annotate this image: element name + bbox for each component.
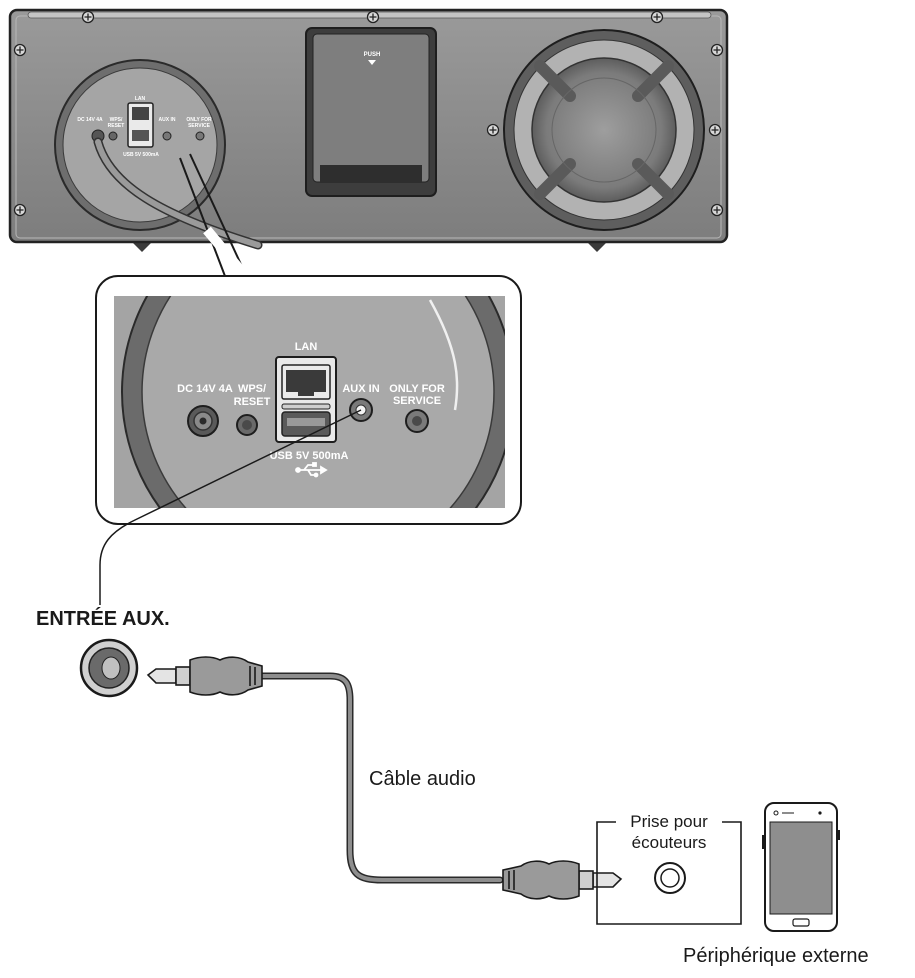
audio-cable-label: Câble audio [369, 768, 476, 790]
headphone-jack-box [596, 821, 742, 925]
aux-jack-icon [79, 638, 139, 698]
zoom-dc-label: DC 14V 4A [177, 383, 233, 395]
push-arrow-icon [368, 60, 376, 65]
external-device-label: Périphérique externe [683, 945, 869, 967]
zoom-lan-label: LAN [295, 341, 318, 353]
zoom-reset-label: RESET [234, 396, 271, 408]
headphone-jack-label-line1: Prise pour [630, 812, 708, 831]
device-service-label-1: ONLY FOR [186, 117, 212, 123]
device-reset-label: RESET [108, 123, 125, 129]
phone-icon [762, 802, 840, 932]
device-lan-label: LAN [135, 96, 146, 102]
aux-input-label: ENTRÉE AUX. [36, 608, 170, 630]
usb-icon [295, 462, 328, 478]
screw-icon [13, 10, 724, 217]
zoom-usb-label: USB 5V 500mA [270, 450, 349, 462]
speaker-grill [503, 29, 705, 231]
push-label: PUSH [364, 52, 381, 58]
device-dc-label: DC 14V 4A [77, 117, 103, 123]
audio-cable [258, 672, 504, 884]
aux-pointer-line [99, 409, 362, 605]
aux-plug-right [502, 860, 623, 900]
zoom-service-label-1: ONLY FOR [389, 383, 445, 395]
device-service-label-2: SERVICE [188, 123, 211, 129]
zoom-wps-label: WPS/ [238, 383, 266, 395]
headphone-jack-label-line2: écouteurs [631, 833, 707, 852]
aux-plug-left [146, 656, 263, 696]
device-aux-label: AUX IN [159, 117, 176, 123]
device-usb-label: USB 5V 500mA [123, 152, 159, 158]
device-connector-panel: DC 14V 4A WPS/ RESET LAN AUX IN ONLY FOR… [54, 59, 263, 250]
push-cover: PUSH [305, 27, 437, 197]
headphone-jack-label: Prise pour écouteurs [616, 811, 722, 853]
zoom-aux-label: AUX IN [342, 383, 379, 395]
zoom-panel: DC 14V 4A WPS/ RESET LAN AUX IN ONLY FOR… [95, 275, 522, 525]
device-wps-label: WPS/ [110, 117, 123, 123]
zoom-service-label-2: SERVICE [393, 395, 441, 407]
